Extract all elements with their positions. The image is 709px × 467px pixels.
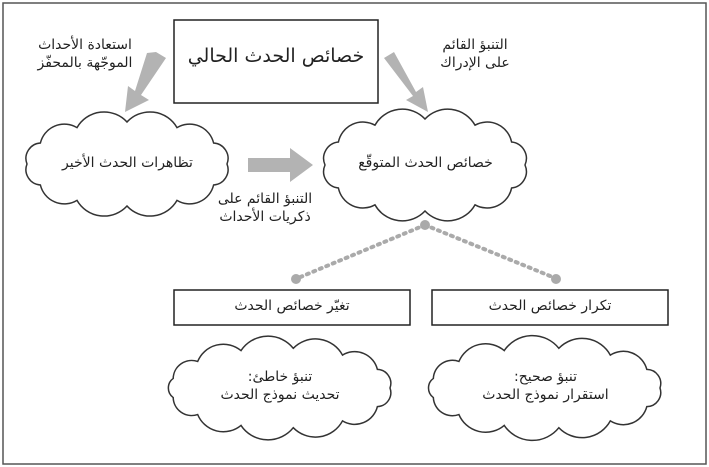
current-event-label: خصائص الحدث الحالي [187, 45, 365, 67]
correct-line-2: استقرار نموذج الحدث [482, 387, 609, 404]
repeat-dot [551, 274, 561, 284]
change-dot [291, 274, 301, 284]
memory-line-1: التنبؤ القائم على [217, 191, 313, 207]
arrow-perception [384, 52, 428, 112]
expected-event-cloud [322, 108, 528, 222]
wrong-line-1: تنبؤ خاطئ: [247, 369, 313, 385]
recent-event-label: تظاهرات الحدث الأخير [62, 155, 193, 171]
repeat-label: تكرار خصائص الحدث [488, 298, 612, 314]
correct-prediction-label: تنبؤ صحيح: استقرار نموذج الحدث [428, 368, 663, 404]
correct-line-1: تنبؤ صحيح: [514, 369, 577, 385]
memory-label: التنبؤ القائم على ذكريات الأحداث [200, 190, 330, 226]
retrieval-label: استعادة الأحداث الموجّهة بالمحفّز [10, 36, 160, 72]
arrow-retrieval [125, 52, 166, 112]
recent-event-cloud [25, 111, 229, 217]
dotted-link-repeat [423, 223, 557, 280]
change-box [173, 289, 411, 326]
arrow-memory [248, 148, 313, 182]
repeat-box [431, 289, 669, 326]
perception-label: التنبؤ القائم على الإدراك [420, 36, 530, 72]
wrong-prediction-cloud [167, 335, 392, 441]
retrieval-line-2: الموجّهة بالمحفّز [37, 55, 133, 72]
wrong-prediction-label: تنبؤ خاطئ: تحديث نموذج الحدث [165, 368, 395, 404]
dotted-link-change [296, 223, 427, 280]
perception-line-2: على الإدراك [440, 55, 510, 72]
change-label: تغيّر خصائص الحدث [234, 298, 350, 314]
branch-dot [420, 220, 430, 230]
perception-line-1: التنبؤ القائم [442, 37, 508, 53]
wrong-line-2: تحديث نموذج الحدث [220, 387, 340, 404]
current-event-box [173, 19, 379, 104]
correct-prediction-cloud [427, 334, 662, 442]
memory-line-2: ذكريات الأحداث [219, 209, 311, 226]
retrieval-line-1: استعادة الأحداث [38, 37, 132, 53]
expected-event-label: خصائص الحدث المتوقّع [358, 155, 493, 171]
